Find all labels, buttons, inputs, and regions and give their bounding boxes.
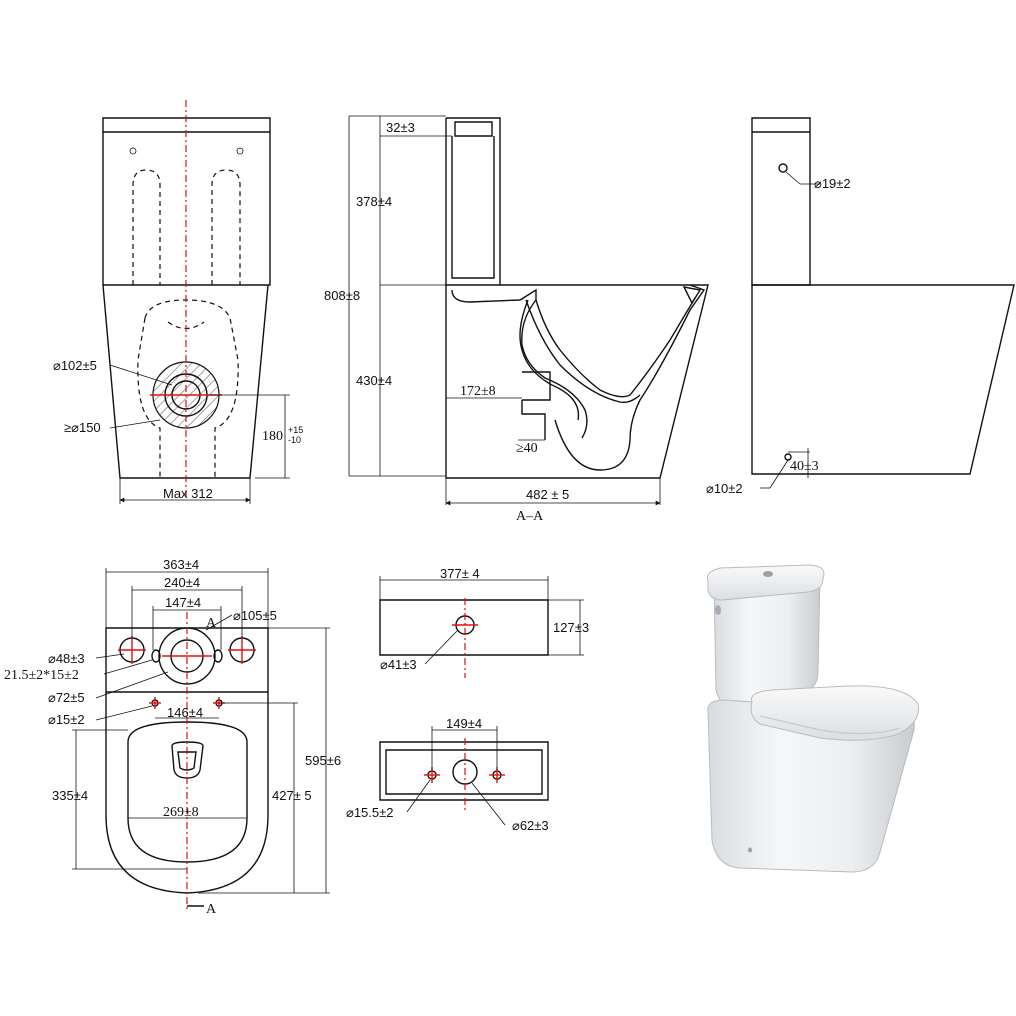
section-name-label: A–A (516, 509, 544, 524)
section-d430-label: 430±4 (356, 373, 392, 388)
side-view: ⌀19±2 ⌀10±2 40±3 (706, 117, 1015, 496)
front-d150-label: ≥⌀150 (64, 420, 101, 435)
section-d40min-label: ≥40 (516, 441, 538, 456)
front-h180-plus-label: +15 (288, 425, 303, 435)
plan-d269-label: 269±8 (163, 805, 199, 820)
plan-d595-label: 595±6 (305, 753, 341, 768)
tank-d155-label: ⌀15.5±2 (346, 805, 394, 820)
plan-d335-label: 335±4 (52, 788, 88, 803)
plan-d146-label: 146±4 (167, 705, 203, 720)
tank-top-view: 377± 4 127±3 ⌀41±3 (379, 566, 589, 678)
tank-d149-label: 149±4 (446, 716, 482, 731)
plan-d72-label: ⌀72±5 (48, 690, 85, 705)
plan-d363-label: 363±4 (163, 557, 199, 572)
section-d378-label: 378±4 (356, 194, 392, 209)
tank-d62-label: ⌀62±3 (512, 818, 549, 833)
section-d482-label: 482 ± 5 (526, 487, 569, 502)
section-view: 482 ± 5 A–A 32±3 378±4 808±8 430±4 172±8… (324, 115, 709, 524)
plan-d240-label: 240±4 (164, 575, 200, 590)
plan-d147-label: 147±4 (165, 595, 201, 610)
tank-d41-label: ⌀41±3 (380, 657, 417, 672)
plan-d427-label: 427± 5 (272, 788, 312, 803)
plan-mark-a-bottom: A (206, 902, 217, 917)
front-h180-label: 180 (262, 429, 283, 444)
plan-d15-label: ⌀15±2 (48, 712, 85, 727)
toilet-product-illustration (707, 564, 920, 873)
plan-d21-label: 21.5±2*15±2 (4, 668, 79, 683)
side-d19-label: ⌀19±2 (814, 176, 851, 191)
side-d40-label: 40±3 (790, 459, 819, 474)
front-h180-minus-label: -10 (288, 435, 301, 445)
section-d172-label: 172±8 (460, 384, 496, 399)
plan-mark-a-top: A (206, 616, 217, 631)
tank-bottom-view: 149±4 ⌀15.5±2 ⌀62±3 (346, 716, 549, 833)
plan-view: 363±4 240±4 147±4 ⌀105±5 A A ⌀48±3 21.5±… (4, 557, 341, 917)
front-d102-label: ⌀102±5 (53, 358, 97, 373)
tank-d377-label: 377± 4 (440, 566, 480, 581)
section-d32-label: 32±3 (386, 120, 415, 135)
section-d808-label: 808±8 (324, 288, 360, 303)
plan-d48-label: ⌀48±3 (48, 651, 85, 666)
front-view: ⌀102±5 ≥⌀150 180 +15 -10 Max 312 (53, 100, 303, 504)
tank-d127-label: 127±3 (553, 620, 589, 635)
plan-d105-label: ⌀105±5 (233, 608, 277, 623)
front-max312-label: Max 312 (163, 486, 213, 501)
side-d10-label: ⌀10±2 (706, 481, 743, 496)
